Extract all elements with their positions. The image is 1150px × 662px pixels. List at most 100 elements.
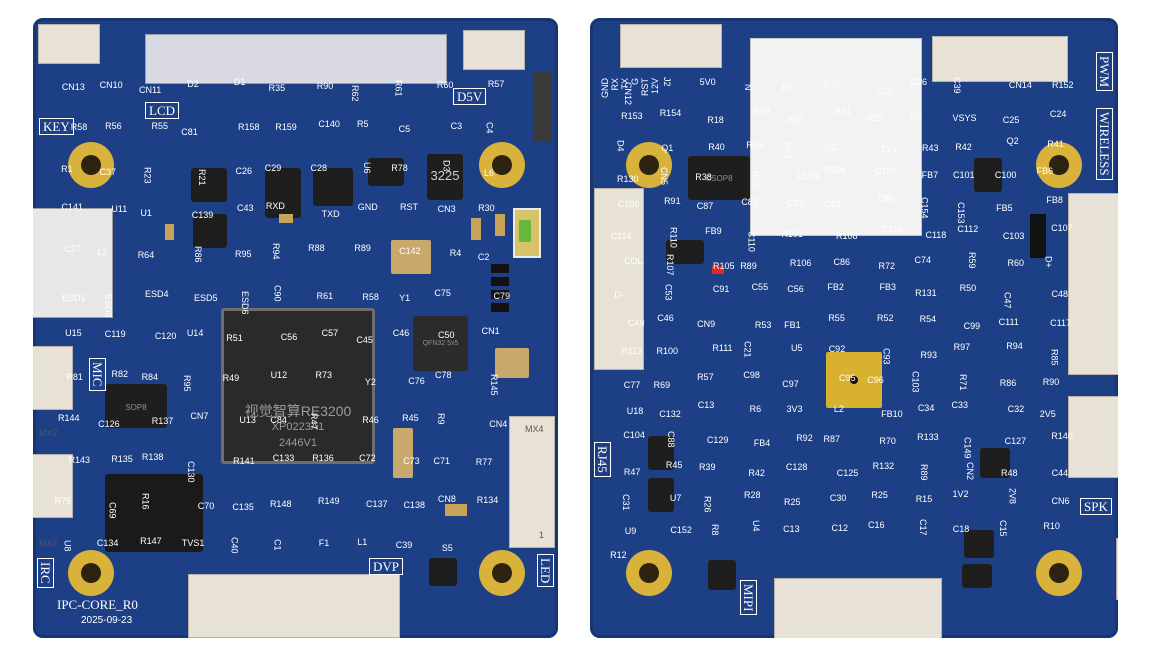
component-label: R100 (656, 346, 679, 357)
component-label: R56 (105, 120, 122, 131)
component-label: R19 (753, 105, 770, 116)
component-label: C39 (952, 76, 963, 94)
component-label: C44 (1051, 467, 1069, 478)
chip-u11 (313, 168, 353, 206)
component-label: R152 (1052, 80, 1074, 91)
label-key: KEY (39, 118, 74, 135)
component-label: C73 (403, 455, 420, 466)
component-label: R145 (488, 373, 499, 396)
label-d5v: D5V (453, 88, 487, 105)
component-label: R41 (1047, 138, 1064, 149)
component-label: R59 (967, 252, 978, 269)
component-label: C117 (1050, 317, 1072, 328)
component-label: R159 (275, 121, 297, 132)
component-label: C74 (914, 254, 932, 265)
csop8-label: CSOP8 (705, 174, 733, 183)
component-label: R63 (782, 141, 793, 159)
component-label: C106 (617, 199, 640, 210)
label-mx2-top: MX2 (39, 428, 58, 438)
component-label: U14 (186, 327, 204, 338)
connector-cn14 (932, 36, 1068, 82)
chip-label-cn: 视觉智算RE3200 (244, 403, 352, 419)
component-label: ESD1 (61, 293, 86, 304)
component-label: U8 (62, 539, 73, 552)
component-label: C32 (1007, 403, 1025, 414)
component-label: 3V3 (786, 403, 803, 414)
component-label: R134 (476, 495, 499, 506)
component-label: C50 (437, 330, 455, 341)
component-label: C127 (1004, 435, 1027, 446)
component-label: C133 (272, 452, 295, 463)
component-label: C37 (99, 166, 117, 177)
component-label: U11 (111, 203, 128, 214)
capacitor (445, 504, 467, 516)
component-label: R6 (749, 403, 762, 414)
component-label: R112 (621, 345, 643, 356)
label-irc: IRC (37, 558, 54, 588)
component-label: C152 (670, 524, 692, 535)
component-label: C149 (962, 437, 973, 459)
component-label: C53 (663, 284, 674, 301)
component-label: C1 (272, 539, 283, 551)
component-label: C113 (881, 223, 903, 234)
component-label: B+ (781, 83, 794, 94)
component-label: C107 (1051, 223, 1073, 234)
csop8-chip (688, 156, 750, 200)
chip-l3 (193, 214, 227, 248)
board-date: 2025-09-23 (81, 615, 133, 626)
component-label: C55 (751, 282, 769, 293)
component-label: R70 (879, 435, 896, 446)
component-label: C71 (433, 455, 450, 466)
mounting-hole (479, 550, 525, 596)
component-label: C119 (104, 329, 126, 340)
component-label: CN2 (965, 461, 976, 480)
component-label: C78 (435, 369, 452, 380)
chip-d3 (265, 168, 301, 218)
chip-u5-left (666, 240, 704, 264)
component-label: R88 (308, 243, 325, 254)
component-label: R81 (66, 372, 83, 383)
component-label: C5 (398, 124, 411, 135)
component-label: C3 (450, 120, 463, 131)
component-label: C4 (484, 122, 495, 134)
component-label: R20 (787, 114, 804, 125)
component-label: R106 (789, 258, 812, 269)
component-label: C2 (477, 251, 490, 262)
component-label: U18 (626, 406, 644, 417)
component-label: R28 (744, 489, 761, 500)
component-label: CN8 (437, 493, 456, 504)
component-label: 5V0 (699, 76, 716, 87)
component-label: CN14 (1008, 79, 1032, 90)
component-label: L2 (833, 404, 844, 415)
component-label: R37 (823, 79, 841, 90)
label-mipi: MIPI (740, 580, 757, 616)
component-label: R154 (659, 108, 682, 119)
chip-u5 (648, 436, 674, 470)
component-label: CN4 (489, 418, 508, 429)
component-label: N (743, 83, 754, 91)
component-label: C84 (270, 414, 287, 425)
component-label: R62 (349, 85, 360, 102)
label-led: LED (537, 554, 554, 588)
component-label: C31 (620, 494, 631, 511)
component-label: R132 (872, 460, 895, 471)
component-label: R72 (878, 261, 896, 272)
component-label: C12 (831, 523, 849, 534)
component-label: R42 (955, 142, 972, 153)
component-label: R48 (1000, 468, 1018, 479)
pcb-front: 视觉智算RE3200 XP0223A1 2446V1 QFN32 5x5 SOP… (33, 18, 558, 638)
chip-u6 (191, 168, 227, 202)
component-label: R46 (362, 414, 379, 425)
component-label: C101 (953, 169, 975, 180)
component-label: C13 (697, 400, 715, 411)
component-label: R135 (111, 454, 133, 465)
connector-mic-2 (33, 454, 73, 518)
component-label: R143 (68, 455, 91, 466)
component-label: R25 (871, 490, 888, 501)
component-label: C33 (951, 399, 969, 410)
component-label: R110 (668, 226, 679, 248)
component-label: C36 (910, 76, 927, 87)
component-label: C118 (925, 229, 947, 240)
component-label: C110 (746, 231, 757, 253)
label-mic: MIC (89, 358, 106, 391)
